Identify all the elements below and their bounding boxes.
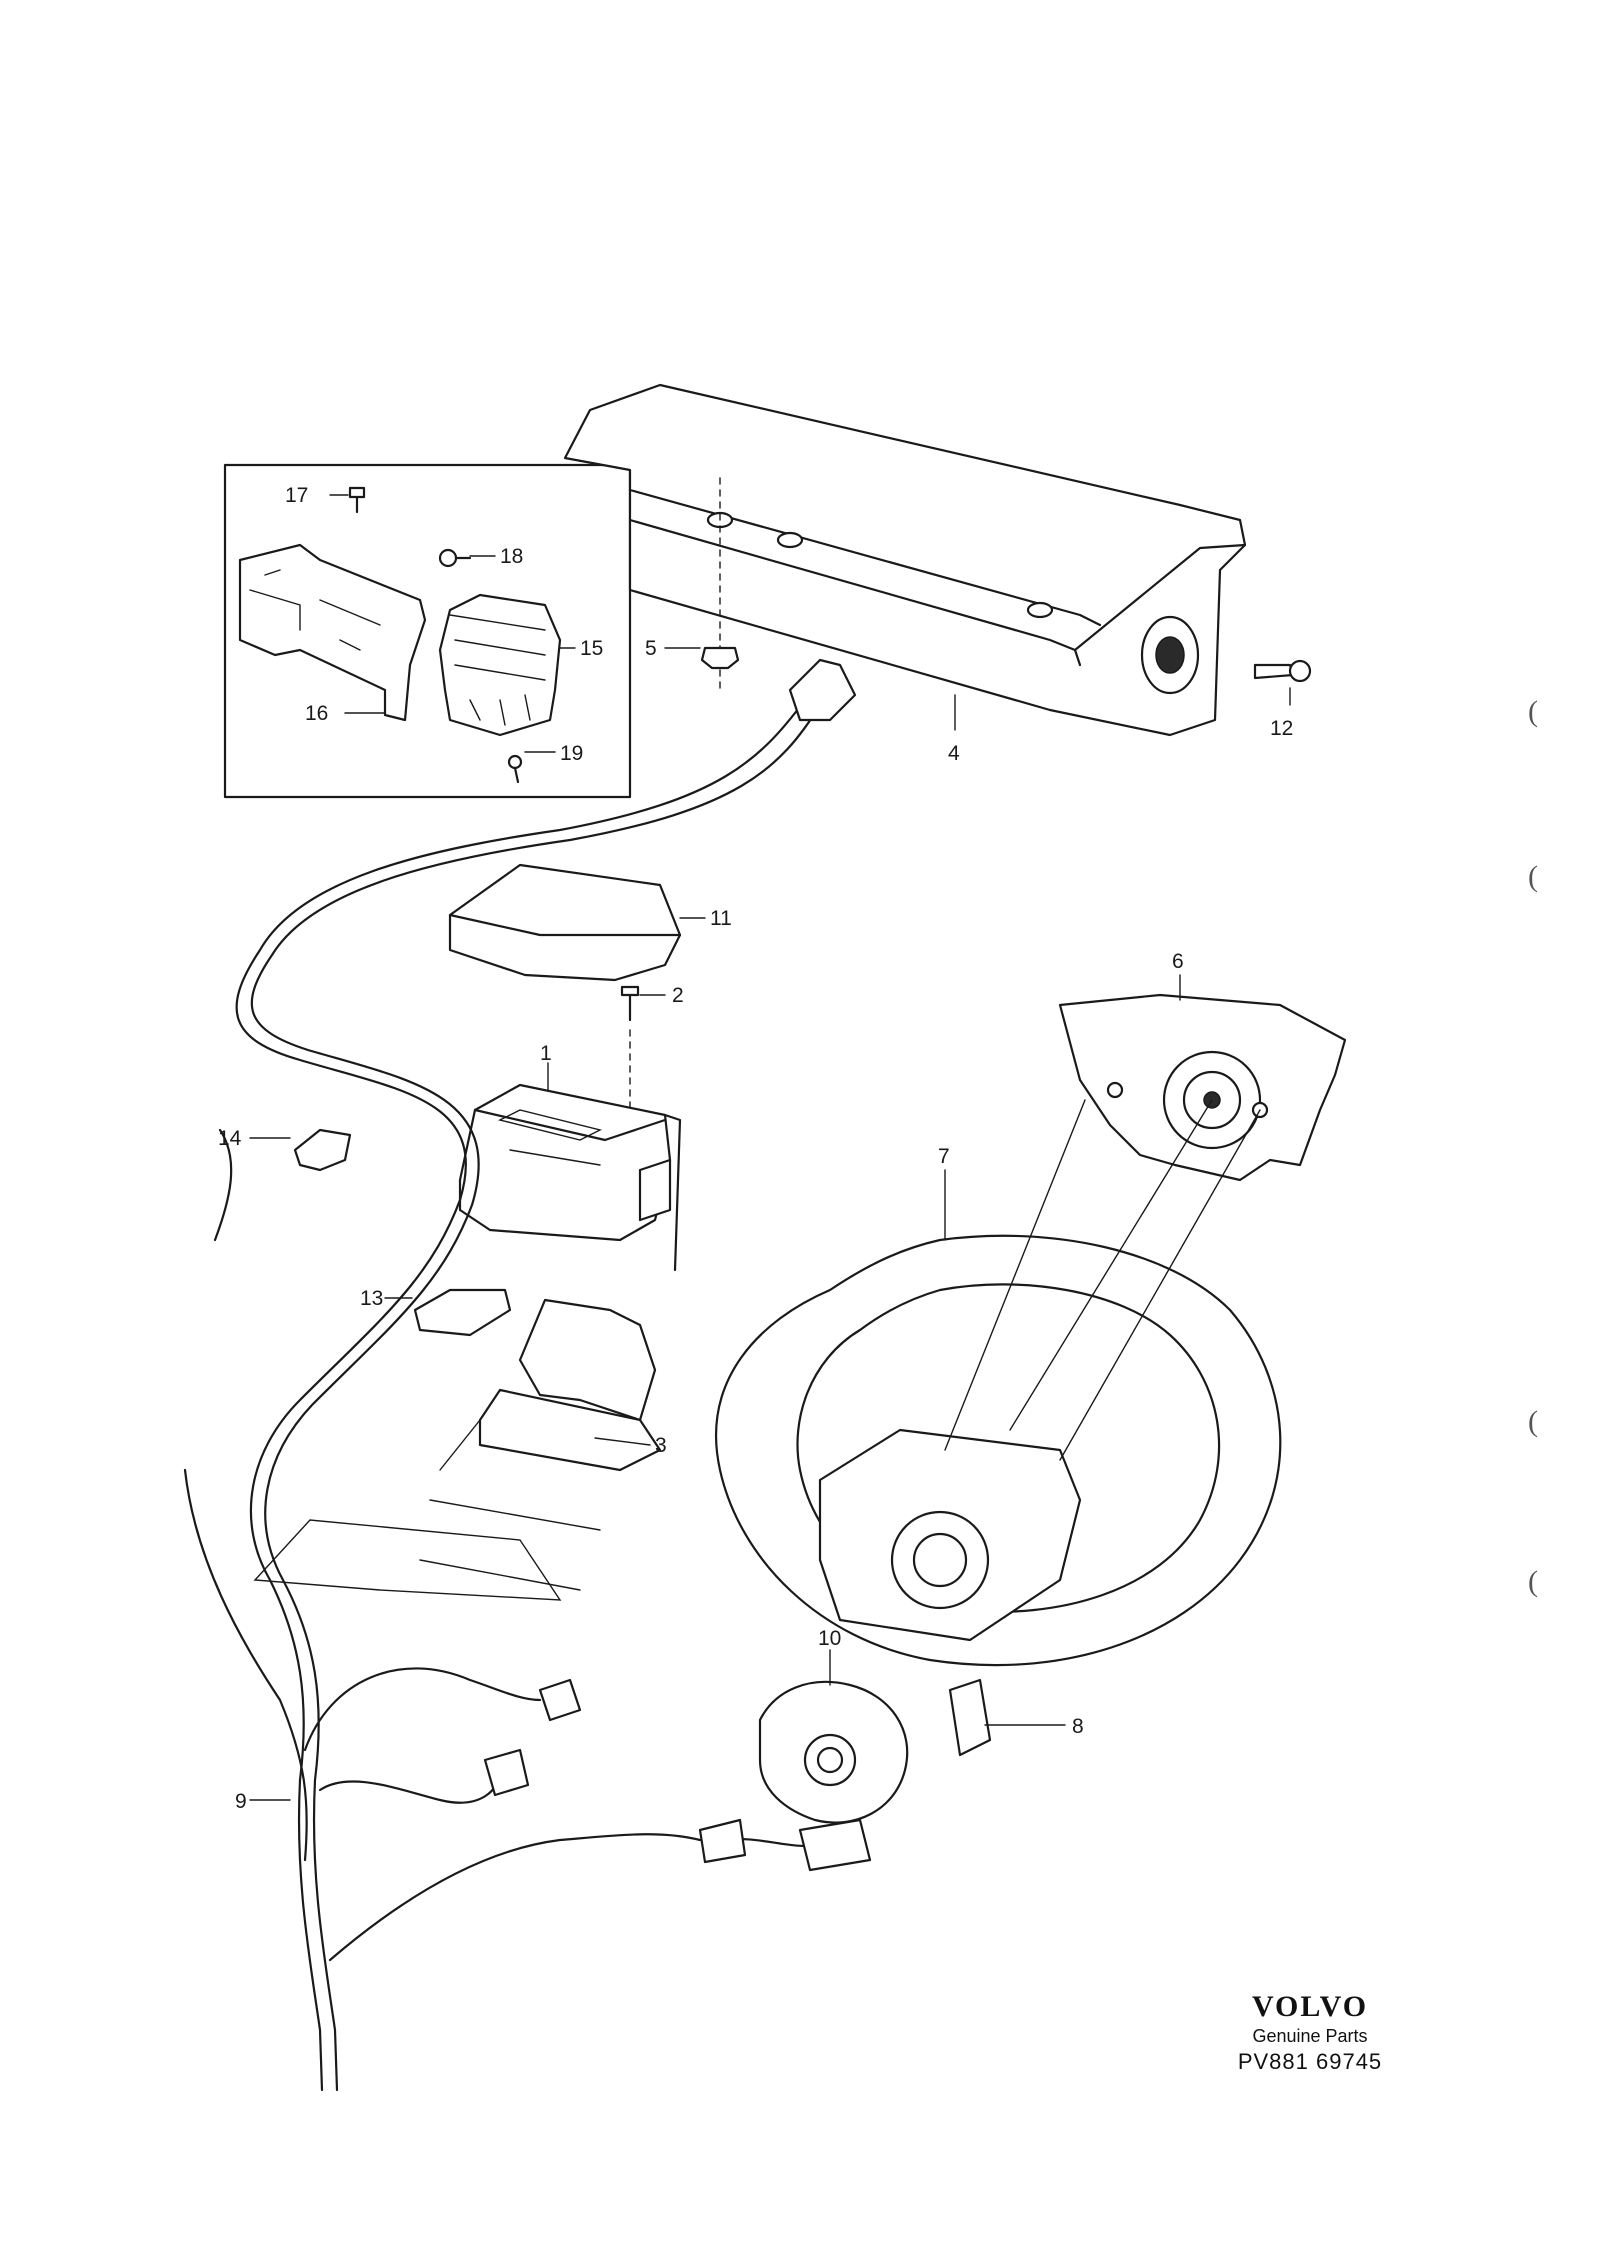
bracket-part-3 [253,1298,662,1601]
callout-15: 15 [580,637,603,660]
bolt-part-12 [1253,659,1312,706]
brand-block: VOLVO Genuine Parts PV881 69745 [1220,1990,1400,2075]
bracket-part-16 [238,543,427,722]
wiring-harness-part-9 [183,698,872,2092]
volvo-logo: VOLVO [1251,1990,1369,2023]
margin-mark: ( [1528,695,1538,728]
callout-4: 4 [948,742,960,765]
diagram-reference: PV881 69745 [1237,2049,1383,2074]
screw-part-18 [438,548,496,568]
callout-5: 5 [645,637,657,660]
callout-11: 11 [710,907,732,930]
connector-part-14 [249,1128,352,1172]
callout-8: 8 [1072,1715,1084,1738]
callout-1: 1 [540,1042,552,1065]
screw-part-2 [620,985,666,1111]
sensor-part-8 [948,1678,1066,1757]
callout-9: 9 [235,1790,247,1813]
callout-10: 10 [818,1627,841,1650]
steering-wheel-part-7 [715,1099,1282,1667]
callout-19: 19 [560,742,583,765]
control-module-part-1 [458,1062,682,1272]
margin-mark: ( [1528,860,1538,893]
connector-part-13 [384,1288,512,1337]
steering-airbag-part-6 [1058,974,1347,1182]
screw-part-19 [507,751,556,784]
callout-14: 14 [218,1127,242,1150]
screw-part-17 [329,486,366,514]
margin-mark: ( [1528,1405,1538,1438]
callout-16: 16 [305,702,328,725]
passenger-airbag-part-4 [563,383,1247,737]
grommet-part-5 [664,646,740,670]
callout-7: 7 [938,1145,950,1168]
inset-box [223,463,632,799]
callout-17: 17 [285,484,308,507]
contact-reel-part-10 [758,1649,909,1824]
margin-mark: ( [1528,1565,1538,1598]
callout-2: 2 [672,984,684,1007]
cover-part-11 [448,863,706,982]
airbag-connector [788,658,857,722]
callout-18: 18 [500,545,523,568]
callout-3: 3 [655,1434,667,1457]
brand-subtitle: Genuine Parts [1252,2026,1368,2046]
callout-12: 12 [1270,717,1293,740]
callout-13: 13 [360,1287,383,1310]
callout-6: 6 [1172,950,1184,973]
